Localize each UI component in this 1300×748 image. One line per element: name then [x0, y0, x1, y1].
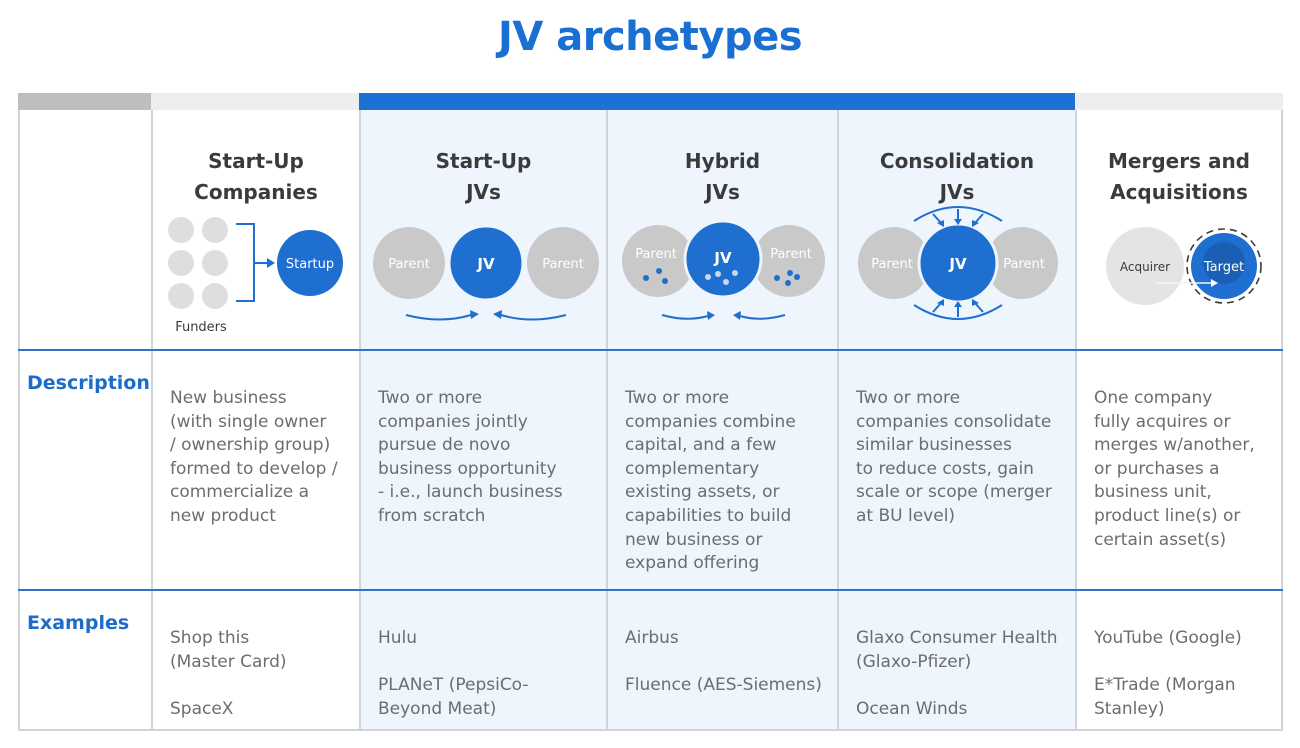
startup-jv-diagram: Parent JV Parent	[373, 224, 599, 321]
header-band	[151, 93, 359, 110]
mergers-acquisitions-diagram: Acquirer Target	[1106, 227, 1262, 305]
row-divider	[18, 349, 1283, 351]
description-text: One company fully acquires or merges w/a…	[1094, 388, 1255, 550]
table-bottom-border	[18, 729, 1283, 731]
startup-circle-icon	[277, 230, 343, 296]
svg-text:JV: JV	[948, 255, 967, 273]
arrow-icon	[470, 310, 479, 319]
svg-text:Funders: Funders	[175, 320, 227, 335]
svg-text:Parent: Parent	[635, 247, 677, 262]
svg-text:Parent: Parent	[1003, 257, 1045, 272]
description-text: Two or more companies jointly pursue de …	[378, 388, 563, 526]
consolidation-jv-diagram: Parent JV Parent	[858, 206, 1058, 320]
svg-text:Parent: Parent	[871, 257, 913, 272]
svg-text:Parent: Parent	[770, 247, 812, 262]
header-band	[837, 93, 1075, 110]
row-label-description: Description	[27, 372, 150, 394]
row-label-examples: Examples	[27, 612, 130, 634]
svg-text:JV: JV	[476, 255, 495, 273]
column-mergers-acquisitions: Mergers and Acquisitions Acquirer Target…	[1075, 93, 1283, 731]
column-startup-companies: Start-Up Companies Startup Funders New b…	[151, 93, 359, 731]
header-band	[606, 93, 837, 110]
svg-text:Target: Target	[1203, 260, 1244, 275]
description-text: Two or more companies consolidate simila…	[856, 388, 1052, 526]
svg-text:Startup: Startup	[286, 257, 334, 272]
svg-text:Acquirer: Acquirer	[1120, 260, 1170, 274]
arrow-icon	[707, 311, 715, 320]
examples-text: Shop this(Master Card) SpaceX	[170, 628, 287, 719]
page-title: JV archetypes	[497, 14, 803, 60]
column-hybrid-jvs: Hybrid JVs Parent JV Parent	[606, 93, 837, 731]
inward-arrows-icon	[932, 209, 984, 317]
arrow-right-icon	[1211, 279, 1218, 287]
svg-text:JV: JV	[713, 249, 732, 267]
header-band	[1075, 93, 1283, 110]
column-header: Start-Up Companies	[194, 149, 318, 204]
examples-text: Glaxo Consumer Health(Glaxo-Pfizer) Ocea…	[856, 628, 1058, 719]
description-text: New business (with single owner / owners…	[170, 388, 338, 526]
row-divider	[18, 589, 1283, 591]
hybrid-jv-diagram: Parent JV Parent	[622, 219, 825, 320]
column-header: Mergers and Acquisitions	[1108, 149, 1250, 204]
startup-companies-diagram: Startup Funders	[168, 217, 343, 335]
row-label-column: Description Examples	[18, 93, 151, 731]
archetype-table: Description Examples Start-Up Companies …	[18, 93, 1283, 731]
column-consolidation-jvs: Consolidation JVs Parent JV Parent	[837, 93, 1075, 731]
arrow-icon	[493, 310, 502, 319]
header-band	[359, 93, 606, 110]
column-header: Hybrid JVs	[684, 149, 761, 204]
arrow-icon	[733, 311, 741, 320]
column-header: Consolidation JVs	[879, 149, 1035, 204]
asset-dots-icon	[643, 268, 800, 286]
svg-text:Parent: Parent	[542, 257, 584, 272]
svg-text:Parent: Parent	[388, 257, 430, 272]
acquirer-circle-icon	[1106, 227, 1184, 305]
column-header: Start-Up JVs	[435, 149, 532, 204]
arrow-right-icon	[267, 258, 275, 268]
header-band	[18, 93, 151, 110]
examples-text: Airbus Fluence (AES-Siemens)	[625, 628, 822, 696]
description-text: Two or more companies combine capital, a…	[625, 388, 796, 574]
funder-circles-icon	[168, 217, 228, 309]
column-startup-jvs: Start-Up JVs Parent JV Parent Two or mor…	[359, 93, 606, 731]
examples-text: Hulu PLANeT (PepsiCo-Beyond Meat)	[378, 628, 529, 719]
